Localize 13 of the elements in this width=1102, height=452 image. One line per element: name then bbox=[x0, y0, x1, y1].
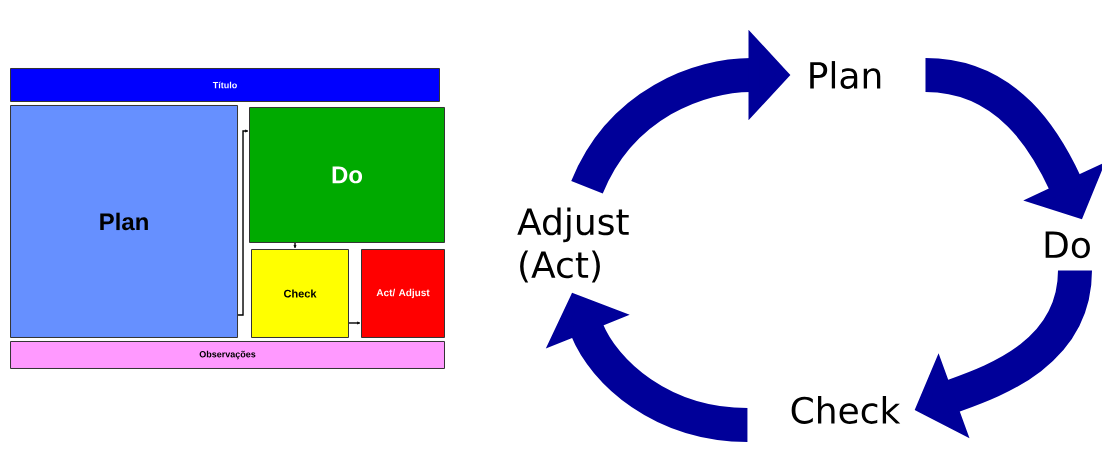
do-box: Do bbox=[249, 107, 445, 243]
stage-label: Check bbox=[791, 396, 901, 424]
stage-label: Do bbox=[1045, 231, 1090, 259]
notes-bar: Observações bbox=[10, 341, 445, 369]
title-bar: Título bbox=[10, 68, 440, 102]
arrow bbox=[293, 242, 297, 249]
arrow bbox=[237, 129, 249, 316]
stage-label: Plan bbox=[810, 61, 881, 89]
check-box: Check bbox=[251, 249, 349, 338]
act-box: Act/ Adjust bbox=[361, 249, 445, 338]
arrow bbox=[348, 321, 361, 325]
stage-label: Adjust (Act) bbox=[517, 207, 629, 283]
plan-box: Plan bbox=[10, 105, 238, 338]
